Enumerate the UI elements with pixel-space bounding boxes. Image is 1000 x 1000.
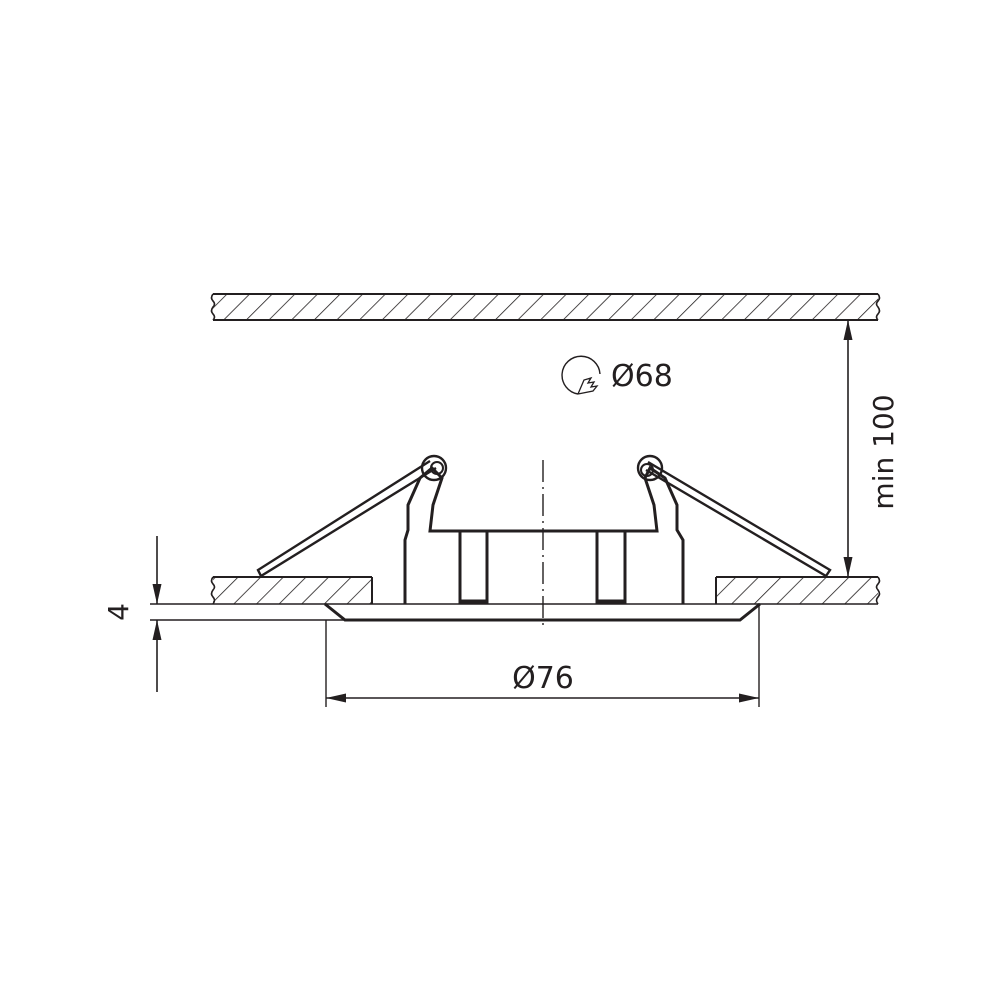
slot-left bbox=[458, 529, 489, 605]
bezel-thickness-label: 4 bbox=[102, 603, 135, 621]
lower-ceiling-panel-right bbox=[715, 576, 881, 605]
upper-ceiling-slab bbox=[210, 293, 881, 321]
right-spring-clip bbox=[636, 454, 832, 578]
fixture-bezel bbox=[150, 602, 761, 622]
fixture-body bbox=[403, 465, 685, 605]
cutout-hole-saw-icon bbox=[561, 355, 601, 395]
dimension-bezel-thickness: 4 bbox=[102, 536, 162, 692]
cutout-diameter-label: Ø68 bbox=[611, 359, 673, 394]
lower-ceiling-panel-left bbox=[210, 576, 373, 605]
left-spring-clip bbox=[256, 454, 448, 578]
bezel-diameter-label: Ø76 bbox=[512, 661, 574, 696]
dimension-bezel-diameter: Ø76 bbox=[325, 604, 760, 707]
dimension-min-clearance: min 100 bbox=[843, 320, 900, 577]
slot-right bbox=[595, 529, 627, 605]
dimension-cutout-diameter: Ø68 bbox=[561, 355, 673, 395]
min-clearance-label: min 100 bbox=[867, 394, 900, 509]
